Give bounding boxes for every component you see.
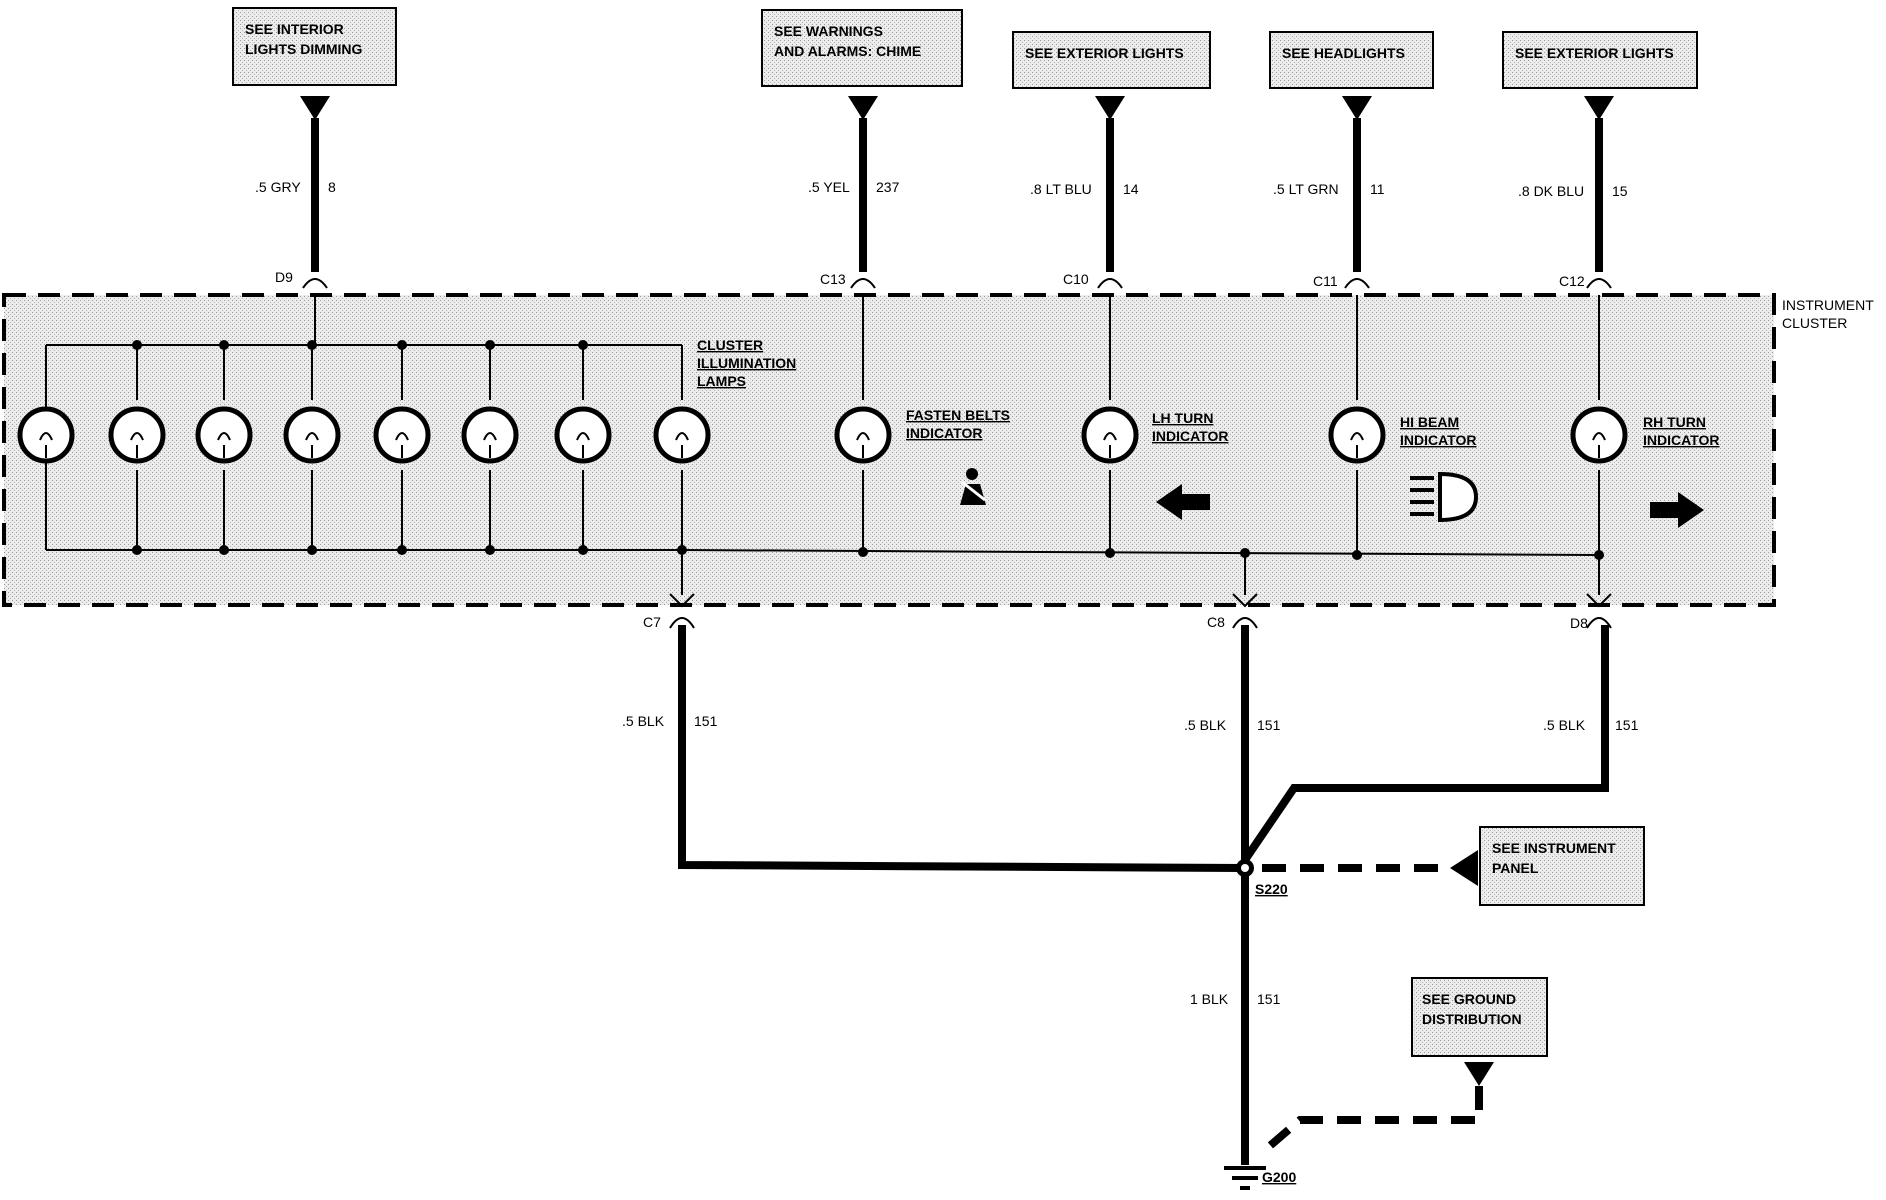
- bulb-icon: [461, 406, 519, 464]
- ref-box-instrument-panel: SEE INSTRUMENT PANEL: [1479, 826, 1645, 906]
- connector-chevron-c12: [1586, 278, 1612, 289]
- connector-label-c11: C11: [1313, 273, 1338, 289]
- wire-gauge-c13: .5 YEL: [808, 179, 850, 195]
- ref-box-exterior-lights-1: SEE EXTERIOR LIGHTS: [1012, 31, 1211, 89]
- ref-box-text-5: SEE EXTERIOR LIGHTS: [1515, 45, 1674, 61]
- connector-chevron-c13: [850, 278, 876, 289]
- bulb-icon: [1081, 406, 1139, 464]
- hi-beam-line1: HI BEAM: [1400, 414, 1459, 430]
- ground-icon: [1224, 1166, 1266, 1190]
- connector-chevron-c7: [669, 593, 695, 608]
- connector-label-d8: D8: [1570, 615, 1588, 631]
- bulb-icon: [373, 406, 431, 464]
- connector-label-c8: C8: [1207, 614, 1225, 630]
- arrow-down-icon: [1095, 96, 1125, 120]
- cluster-title-line1: INSTRUMENT: [1782, 297, 1874, 313]
- ground-wire-gauge: 1 BLK: [1190, 991, 1229, 1007]
- ref-box-text-1a: SEE INTERIOR: [245, 21, 344, 37]
- junction-dots: [132, 340, 1604, 560]
- wire-circuit-d8: 151: [1615, 717, 1639, 733]
- wire-circuit-c13: 237: [876, 179, 900, 195]
- fasten-belts-line2: INDICATOR: [906, 425, 982, 441]
- bulb-icon: [195, 406, 253, 464]
- connector-chevron-c8: [1232, 593, 1258, 608]
- wire-gauge-c7: .5 BLK: [622, 713, 665, 729]
- arrow-down-icon: [1464, 1062, 1494, 1086]
- wire-circuit-d9: 8: [328, 179, 336, 195]
- instrument-panel-ref-line1: SEE INSTRUMENT: [1492, 840, 1616, 856]
- wire-gauge-d9: .5 GRY: [255, 179, 301, 195]
- ground-wire-circuit: 151: [1257, 991, 1281, 1007]
- ground-label: G200: [1262, 1169, 1296, 1185]
- hi-beam-line2: INDICATOR: [1400, 432, 1476, 448]
- ref-box-warnings-alarms: SEE WARNINGS AND ALARMS: CHIME: [761, 9, 963, 87]
- bulb-icon: [554, 406, 612, 464]
- wire-circuit-c7: 151: [694, 713, 718, 729]
- connector-chevron-c11: [1344, 278, 1370, 289]
- arrow-left-icon: [1450, 850, 1478, 886]
- instrument-cluster-box: [2, 293, 1776, 607]
- wire-gauge-d8: .5 BLK: [1543, 717, 1586, 733]
- wire-c7: [678, 625, 1246, 872]
- rh-turn-line1: RH TURN: [1643, 414, 1706, 430]
- ref-box-text-3: SEE EXTERIOR LIGHTS: [1025, 45, 1184, 61]
- dashed-wire-ground-distribution: [1262, 1086, 1483, 1154]
- connector-label-c13: C13: [820, 271, 846, 287]
- arrow-down-icon: [300, 96, 330, 120]
- wire-circuit-c12: 15: [1612, 183, 1628, 199]
- ref-box-headlights: SEE HEADLIGHTS: [1269, 31, 1434, 89]
- bulb-icon: [1328, 406, 1386, 464]
- connector-label-c7: C7: [643, 614, 661, 630]
- wire-gauge-c8: .5 BLK: [1184, 717, 1227, 733]
- bulb-icon: [1570, 406, 1628, 464]
- lh-turn-line2: INDICATOR: [1152, 428, 1228, 444]
- connector-chevron-c10: [1097, 278, 1123, 289]
- connector-chevron-d9: [302, 278, 328, 289]
- wire-d8: [1241, 625, 1609, 863]
- ref-box-text-2a: SEE WARNINGS: [774, 23, 883, 39]
- connector-label-d9: D9: [275, 269, 293, 285]
- bulb-icon: [834, 406, 892, 464]
- cluster-title-line2: CLUSTER: [1782, 315, 1847, 331]
- seatbelt-icon: [960, 468, 986, 505]
- connector-label-c10: C10: [1063, 271, 1089, 287]
- cluster-illum-line3: LAMPS: [697, 373, 746, 389]
- bulb-icon: [283, 406, 341, 464]
- arrow-down-icon: [1584, 96, 1614, 120]
- rh-turn-line2: INDICATOR: [1643, 432, 1719, 448]
- high-beam-icon: [1410, 471, 1479, 523]
- arrow-down-icon: [1342, 96, 1372, 120]
- ground-ref-line2: DISTRIBUTION: [1422, 1011, 1522, 1027]
- ref-box-ground-distribution: SEE GROUND DISTRIBUTION: [1411, 977, 1548, 1057]
- fasten-belts-line1: FASTEN BELTS: [906, 407, 1010, 423]
- wire-circuit-c10: 14: [1123, 181, 1139, 197]
- ref-box-text-2b: AND ALARMS: CHIME: [774, 43, 921, 59]
- arrow-right-icon: [1650, 492, 1704, 528]
- ref-box-interior-lights: SEE INTERIOR LIGHTS DIMMING: [232, 7, 397, 86]
- ref-box-text-1b: LIGHTS DIMMING: [245, 41, 363, 57]
- lh-turn-line1: LH TURN: [1152, 410, 1213, 426]
- cluster-illum-line2: ILLUMINATION: [697, 355, 796, 371]
- ref-box-exterior-lights-2: SEE EXTERIOR LIGHTS: [1502, 31, 1698, 89]
- connector-label-c12: C12: [1559, 273, 1585, 289]
- bulb-icon: [17, 406, 75, 464]
- cluster-internal-wiring: [45, 295, 1600, 595]
- wire-circuit-c8: 151: [1257, 717, 1281, 733]
- bulb-icon: [653, 406, 711, 464]
- arrow-down-icon: [848, 96, 878, 120]
- wire-circuit-c11: 11: [1370, 181, 1385, 197]
- wire-gauge-c11: .5 LT GRN: [1273, 181, 1339, 197]
- wire-gauge-c10: .8 LT BLU: [1030, 181, 1092, 197]
- bulb-icon: [108, 406, 166, 464]
- arrow-left-icon: [1156, 484, 1210, 520]
- ground-ref-line1: SEE GROUND: [1422, 991, 1516, 1007]
- wire-gauge-c12: .8 DK BLU: [1518, 183, 1584, 199]
- cluster-illum-line1: CLUSTER: [697, 337, 763, 353]
- splice-label: S220: [1255, 881, 1288, 897]
- instrument-panel-ref-line2: PANEL: [1492, 860, 1539, 876]
- connector-chevron-d8: [1586, 593, 1612, 608]
- ref-box-text-4: SEE HEADLIGHTS: [1282, 45, 1405, 61]
